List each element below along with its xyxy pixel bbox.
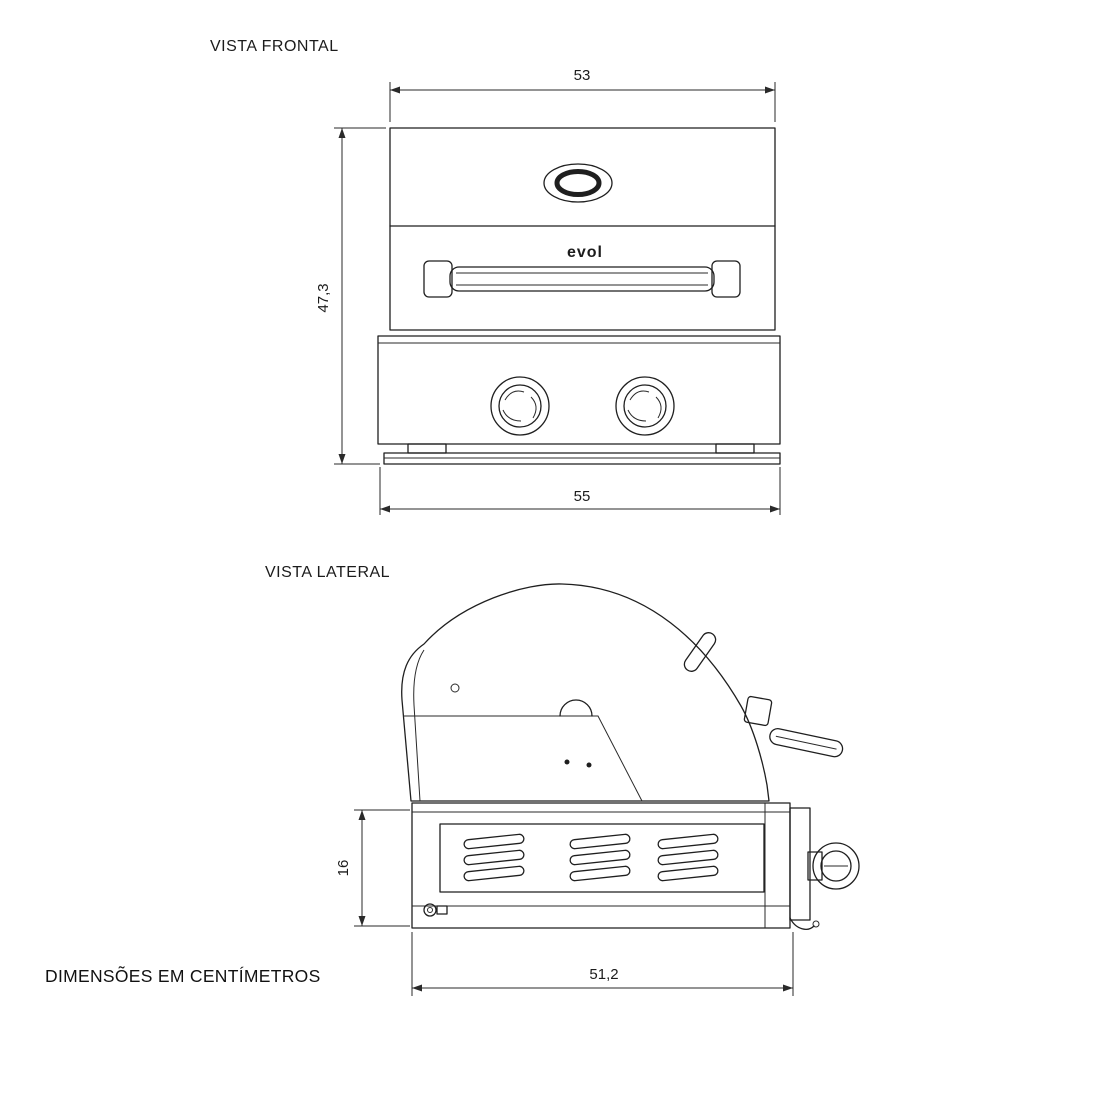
gas-valve-fitting: [423, 903, 448, 917]
rivet-dot: [564, 759, 570, 765]
lid-vent: [683, 632, 717, 672]
grill-lid-side: [401, 583, 844, 802]
burner-knob-right: [615, 376, 675, 436]
louver-group-3: [657, 833, 719, 882]
side-view: VISTA LATERAL: [265, 564, 860, 996]
front-height-dimension: 47,3: [315, 127, 386, 465]
front-top-width-dimension: 53: [389, 67, 776, 122]
lid-outline: [389, 127, 776, 331]
foot-left: [407, 443, 447, 454]
burner-knob-left: [490, 376, 550, 436]
side-knob-assembly: [789, 807, 860, 930]
louver-group-1: [463, 833, 525, 882]
grill-lid-front: evol: [389, 127, 776, 331]
side-handle: [743, 695, 844, 758]
side-width-dimension: 51,2: [411, 932, 794, 996]
lid-rivet: [450, 683, 460, 693]
rivet-dot: [586, 762, 592, 768]
grill-control-body-front: [377, 335, 781, 465]
side-vent-panel: [439, 823, 765, 893]
foot-right: [715, 443, 755, 454]
side-view-title: VISTA LATERAL: [265, 564, 390, 581]
front-top-width-value: 53: [574, 67, 591, 84]
control-body-outline: [377, 335, 781, 445]
lid-thermometer-ring: [554, 169, 602, 197]
side-height-value: 16: [335, 860, 352, 877]
gas-pipe: [789, 917, 815, 930]
side-height-dimension: 16: [335, 809, 410, 927]
front-bottom-width-dimension: 55: [379, 467, 781, 515]
hinge-dome: [559, 699, 593, 717]
lid-profile-outline: [401, 583, 770, 802]
lid-handle: [423, 260, 741, 298]
front-height-value: 47,3: [315, 283, 332, 312]
side-box-outline: [411, 802, 791, 929]
front-view-title: VISTA FRONTAL: [210, 38, 339, 55]
side-width-value: 51,2: [589, 966, 618, 983]
louver-group-2: [569, 833, 631, 882]
units-note: DIMENSÕES EM CENTÍMETROS: [45, 965, 321, 986]
grill-control-body-side: [411, 802, 860, 930]
front-view: VISTA FRONTAL 53 evol: [210, 38, 781, 515]
brand-logo-text: evol: [567, 244, 603, 261]
side-knob: [812, 842, 860, 890]
front-bottom-width-value: 55: [574, 488, 591, 505]
lid-thermometer-oval: [543, 163, 613, 203]
